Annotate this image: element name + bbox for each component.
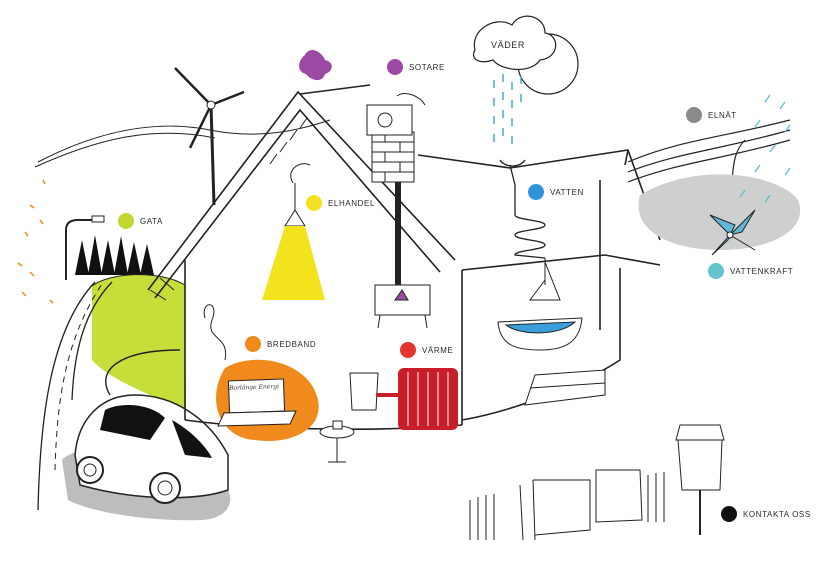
- hotspot-sotare[interactable]: SOTARE: [387, 59, 445, 75]
- hotspot-vattenkraft[interactable]: VATTENKRAFT: [708, 263, 793, 279]
- bredband-label: BREDBAND: [267, 340, 316, 349]
- hotspot-elnat[interactable]: ELNÄT: [686, 107, 737, 123]
- vatten-label: VATTEN: [550, 188, 584, 197]
- hotspot-elhandel[interactable]: ELHANDEL: [306, 195, 375, 211]
- broadband-cable: [204, 305, 225, 360]
- bredband-dot-icon: [245, 336, 261, 352]
- radiator[interactable]: [350, 368, 458, 430]
- varme-dot-icon: [400, 342, 416, 358]
- water-pipe: [500, 160, 545, 258]
- elhandel-dot-icon: [306, 195, 322, 211]
- elhandel-label: ELHANDEL: [328, 199, 375, 208]
- ceiling-lamp[interactable]: [262, 164, 325, 300]
- weather-cloud[interactable]: [474, 16, 578, 94]
- elnat-label: ELNÄT: [708, 111, 737, 120]
- kontakta-dot-icon: [721, 506, 737, 522]
- vatten-dot-icon: [528, 184, 544, 200]
- grass-field: [92, 275, 186, 410]
- front-steps[interactable]: [525, 370, 605, 405]
- kontakta-label: KONTAKTA OSS: [743, 510, 811, 519]
- hotspot-kontakta-oss[interactable]: KONTAKTA OSS: [721, 506, 811, 522]
- hotspot-bredband[interactable]: BREDBAND: [245, 336, 316, 352]
- hotspot-vatten[interactable]: VATTEN: [528, 184, 584, 200]
- gata-label: GATA: [140, 217, 163, 226]
- sotare-label: SOTARE: [409, 63, 445, 72]
- gata-dot-icon: [118, 213, 134, 229]
- water-shadow: [638, 174, 800, 250]
- chimney[interactable]: [367, 94, 425, 182]
- weather-label[interactable]: VÄDER: [491, 40, 525, 50]
- vattenkraft-dot-icon: [708, 263, 724, 279]
- varme-label: VÄRME: [422, 346, 453, 355]
- mailbox[interactable]: [676, 425, 724, 535]
- fence: [470, 470, 664, 540]
- vattenkraft-label: VATTENKRAFT: [730, 267, 793, 276]
- rain-cloud: [494, 74, 521, 144]
- tree-row: [75, 235, 154, 275]
- elnat-dot-icon: [686, 107, 702, 123]
- hotspot-varme[interactable]: VÄRME: [400, 342, 453, 358]
- sotare-dot-icon: [387, 59, 403, 75]
- bathtub[interactable]: [498, 258, 582, 350]
- side-table: [320, 421, 354, 462]
- hill-lines: [38, 120, 330, 162]
- orange-dashes: [18, 180, 53, 303]
- hotspot-gata[interactable]: GATA: [118, 213, 163, 229]
- purple-splat: [299, 50, 332, 80]
